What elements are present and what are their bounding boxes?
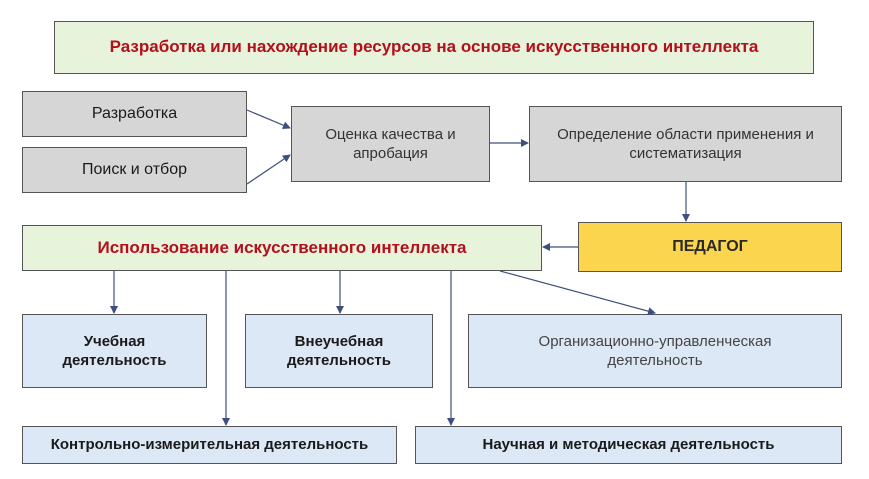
quality-assessment-line2: апробация — [353, 145, 428, 162]
teacher-box: ПЕДАГОГ — [578, 222, 842, 272]
arrow-search-to-quality — [246, 154, 291, 185]
arrow-ai-to-organizational — [499, 270, 656, 316]
teacher-text: ПЕДАГОГ — [672, 237, 748, 255]
educational-activity-box: Учебная деятельность — [22, 314, 207, 388]
quality-assessment-line1: Оценка качества и — [325, 125, 456, 143]
scientific-activity-text: Научная и методическая деятельность — [482, 436, 775, 454]
control-activity-box: Контрольно-измерительная деятельность — [22, 426, 397, 464]
title-box: Разработка или нахождение ресурсов на ос… — [54, 21, 814, 74]
application-area-box: Определение области применения и система… — [529, 106, 842, 182]
development-box: Разработка — [22, 91, 247, 137]
extracurricular-activity-line2: деятельность — [287, 352, 391, 369]
search-selection-text: Поиск и отбор — [82, 160, 187, 178]
application-area-line2: систематизация — [629, 145, 742, 162]
application-area-line1: Определение области применения и — [557, 125, 814, 143]
ai-usage-text: Использование искусственного интеллекта — [97, 237, 467, 257]
organizational-activity-line2: деятельность — [607, 352, 703, 369]
scientific-activity-box: Научная и методическая деятельность — [415, 426, 842, 464]
arrow-development-to-quality — [246, 109, 291, 129]
organizational-activity-box: Организационно-управленческая деятельнос… — [468, 314, 842, 388]
search-selection-box: Поиск и отбор — [22, 147, 247, 193]
control-activity-text: Контрольно-измерительная деятельность — [50, 436, 369, 454]
quality-assessment-box: Оценка качества и апробация — [291, 106, 490, 182]
ai-usage-box: Использование искусственного интеллекта — [22, 225, 542, 271]
extracurricular-activity-box: Внеучебная деятельность — [245, 314, 433, 388]
educational-activity-line2: деятельность — [62, 352, 167, 369]
title-text: Разработка или нахождение ресурсов на ос… — [109, 37, 759, 57]
educational-activity-line1: Учебная — [83, 332, 146, 350]
extracurricular-activity-line1: Внеучебная — [294, 332, 384, 350]
organizational-activity-line1: Организационно-управленческая — [538, 332, 772, 350]
development-text: Разработка — [91, 104, 178, 122]
